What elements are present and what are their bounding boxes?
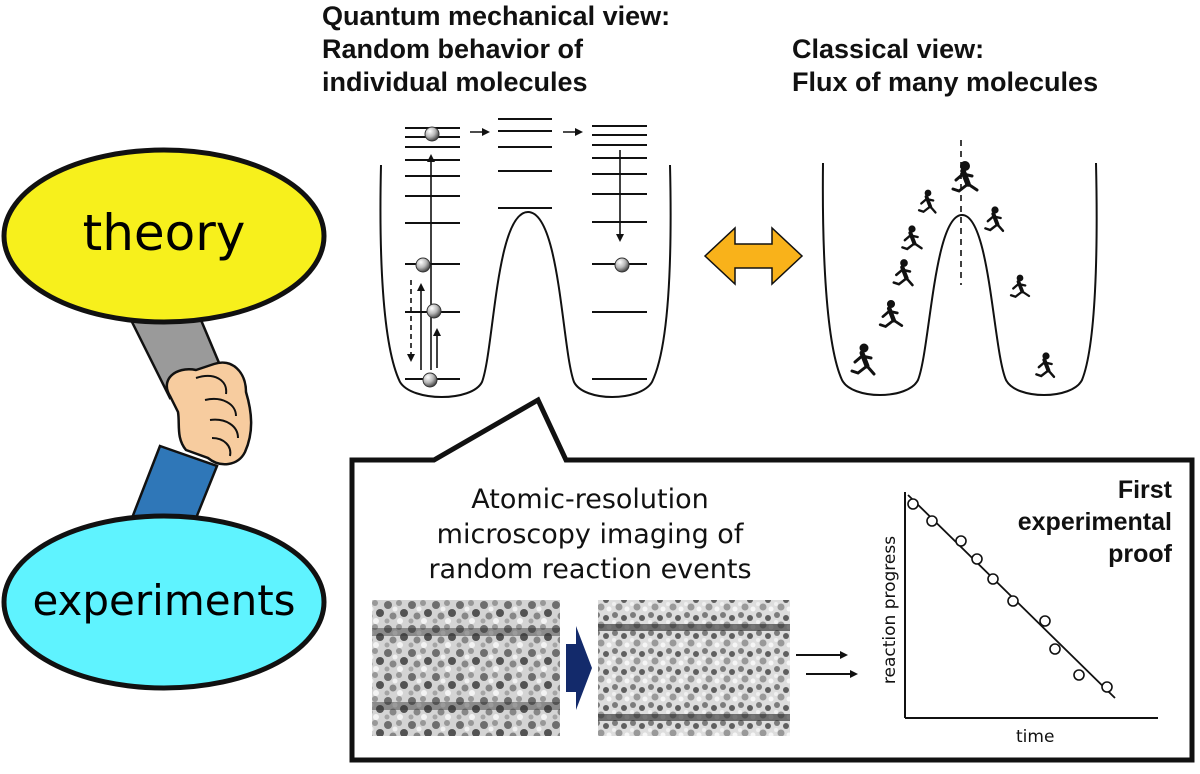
- proof-line: experimental: [1017, 508, 1172, 536]
- classical-title-line: Flux of many molecules: [792, 67, 1099, 97]
- classical-title: Classical view: Flux of many molecules: [792, 33, 1098, 99]
- callout-box: [349, 396, 1195, 763]
- theory-label: theory: [82, 204, 246, 262]
- caption-line: microscopy imaging of: [436, 519, 744, 550]
- proof-line: proof: [1108, 540, 1172, 568]
- quantum-title-line: individual molecules: [322, 67, 588, 97]
- proof-label: First experimental proof: [1010, 474, 1172, 570]
- microscopy-arrow-icon: [566, 626, 592, 710]
- caption-line: Atomic-resolution: [471, 484, 709, 515]
- to-plot-arrows: [796, 651, 858, 678]
- quantum-title-line: Random behavior of: [322, 34, 584, 64]
- microscopy-caption: Atomic-resolution microscopy imaging of …: [380, 482, 800, 587]
- plot-ylabel: reaction progress: [880, 535, 900, 685]
- left-energy-levels: [405, 127, 460, 380]
- double-arrow-icon: [703, 226, 804, 286]
- runner-icon: [850, 161, 1056, 379]
- experiments-oval: [1, 513, 327, 691]
- caption-line: random reaction events: [428, 554, 752, 585]
- microscopy-image-before: [372, 600, 560, 736]
- ball-icon: [415, 126, 630, 388]
- quantum-title-line: Quantum mechanical view:: [322, 1, 671, 31]
- quantum-title: Quantum mechanical view: Random behavior…: [322, 0, 670, 99]
- plot-axes: [904, 492, 1158, 719]
- proof-line: First: [1117, 476, 1172, 504]
- plot-xlabel: time: [1016, 727, 1055, 747]
- middle-energy-levels: [498, 118, 552, 209]
- experiments-label: experiments: [32, 576, 296, 625]
- theory-oval: [1, 147, 327, 325]
- transition-arrows: [407, 128, 624, 370]
- microscopy-image-after: [598, 600, 790, 736]
- quantum-potential-well: [379, 164, 672, 398]
- classical-title-line: Classical view:: [792, 34, 985, 64]
- plot-points: [907, 498, 1113, 693]
